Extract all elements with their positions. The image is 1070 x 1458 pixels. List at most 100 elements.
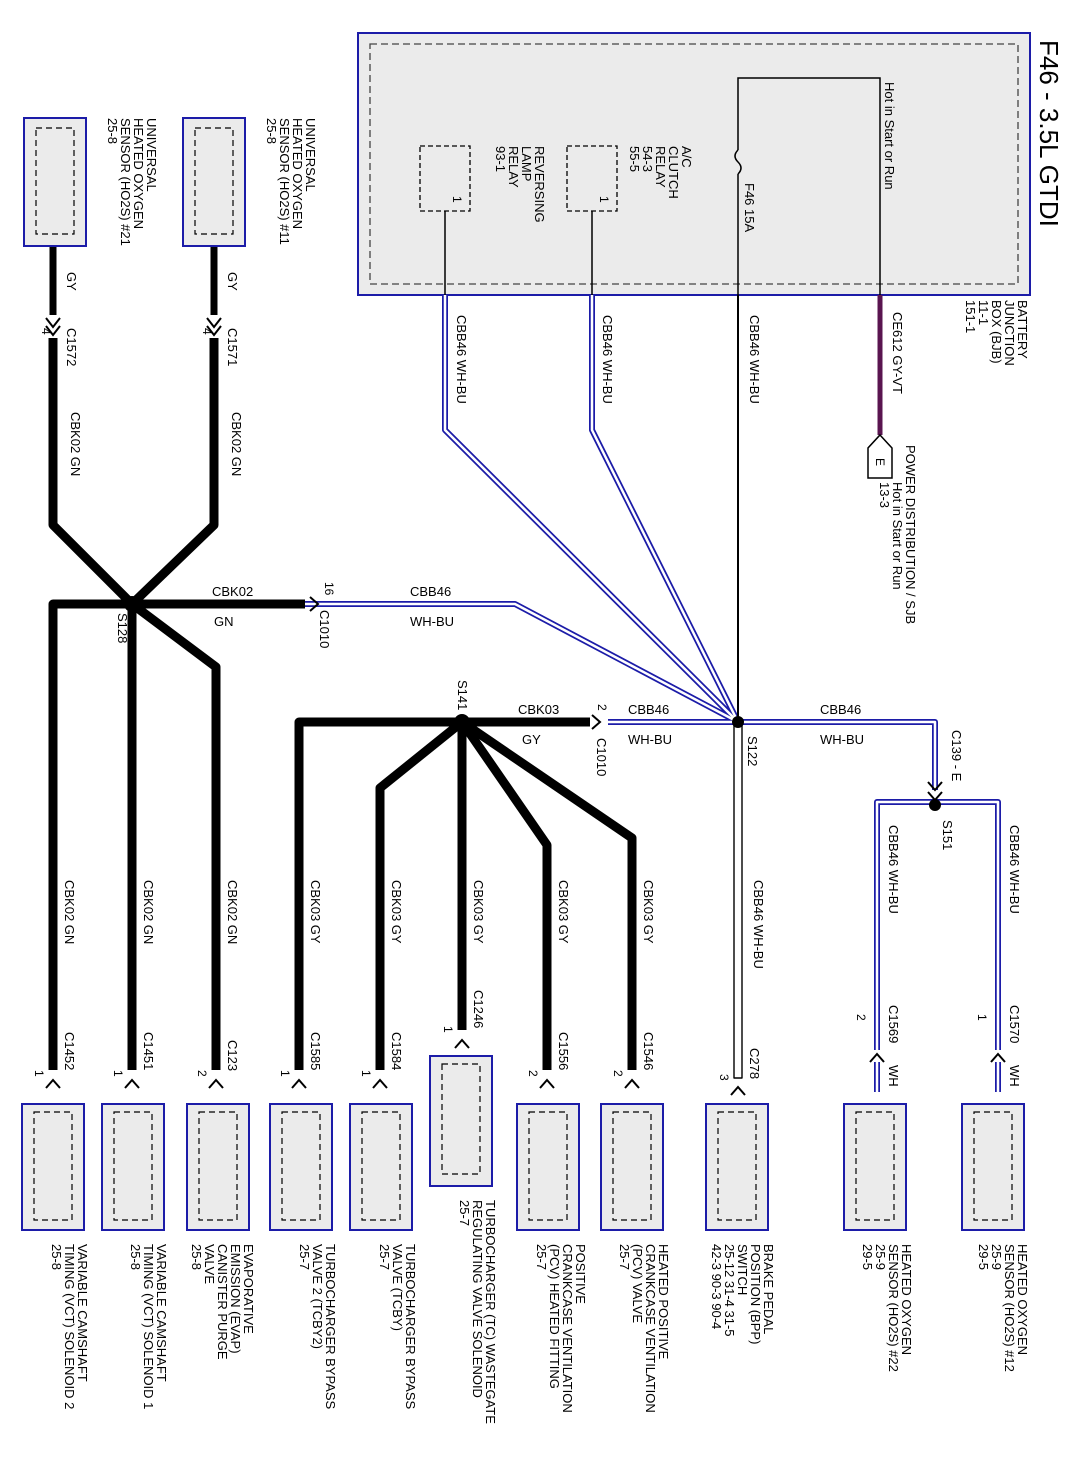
- connector-c1572: C1572: [64, 328, 79, 366]
- wire-label-cbb46-22: CBB46 WH-BU: [886, 825, 901, 914]
- svg-text:UNIVERSAL: UNIVERSAL: [303, 118, 318, 192]
- svg-text:25-8: 25-8: [128, 1244, 143, 1270]
- wire-label-cbb46-h2: CBB46: [628, 702, 669, 717]
- connector-c278: C278: [747, 1048, 762, 1079]
- wire-label-whbu-h1: WH-BU: [410, 614, 454, 629]
- component-vct1-label: VARIABLE CAMSHAFT TIMING (VCT) SOLENOID …: [128, 1244, 169, 1409]
- svg-text:25-8: 25-8: [189, 1244, 204, 1270]
- svg-text:1: 1: [278, 1070, 292, 1077]
- bjb-name-label: BATTERY JUNCTION BOX (BJB) 11-1 151-1: [963, 300, 1030, 366]
- splice-s128-label: S128: [115, 613, 130, 643]
- wire-label-cbk03-tcby: CBK03 GY: [389, 880, 404, 944]
- svg-text:(PCV) VALVE: (PCV) VALVE: [630, 1244, 645, 1323]
- connector-c1452: C1452: [62, 1032, 77, 1070]
- wire-label-cbk02-evap: CBK02 GN: [225, 880, 240, 944]
- pin-c1010-16: 16: [322, 582, 336, 596]
- splices: [124, 596, 941, 811]
- svg-text:HEATED OXYGEN: HEATED OXYGEN: [1015, 1244, 1030, 1355]
- power-distribution-pin: E: [873, 458, 887, 466]
- wire-label-cbk03-h: CBK03: [518, 702, 559, 717]
- wire-label-cbk02-h: CBK02: [212, 584, 253, 599]
- wire-label-whbu-h2: WH-BU: [628, 732, 672, 747]
- svg-text:CRANKCASE VENTILATION: CRANKCASE VENTILATION: [560, 1244, 575, 1413]
- svg-text:2: 2: [854, 1014, 868, 1021]
- component-tcby2-label: TURBOCHARGER BYPASS VALVE 2 (TCBY2) 25-7: [297, 1244, 338, 1410]
- wire-label-gy-11: GY: [225, 272, 240, 291]
- connector-c123: C123: [225, 1040, 240, 1071]
- connector-c1546: C1546: [641, 1032, 656, 1070]
- reversing-relay-pin: 1: [450, 196, 464, 203]
- wire-label-cbk02-21: CBK02 GN: [68, 412, 83, 476]
- svg-text:A/C: A/C: [679, 146, 694, 168]
- svg-text:25-8: 25-8: [105, 118, 120, 144]
- component-wastegate-label: TURBOCHARGER (TC) WASTEGATE REGULATING V…: [457, 1200, 498, 1424]
- wire-label-cbb46-h3: CBB46: [820, 702, 861, 717]
- wire-label-wh-22: WH: [886, 1065, 901, 1087]
- svg-text:SENSOR (HO2S) #11: SENSOR (HO2S) #11: [277, 118, 292, 245]
- svg-text:151-1: 151-1: [963, 300, 978, 333]
- bjb-hot-text: Hot in Start or Run: [882, 82, 897, 190]
- svg-text:RELAY: RELAY: [653, 146, 668, 188]
- splice-s151-label: S151: [940, 820, 955, 850]
- svg-text:25-9: 25-9: [873, 1244, 888, 1270]
- splice-s151: [929, 799, 941, 811]
- svg-text:TIMING (VCT) SOLENOID 2: TIMING (VCT) SOLENOID 2: [62, 1244, 77, 1409]
- svg-text:93-1: 93-1: [493, 146, 508, 172]
- wire-label-cbb46-h1: CBB46: [410, 584, 451, 599]
- svg-text:HEATED OXYGEN: HEATED OXYGEN: [131, 118, 146, 229]
- component-evap-label: EVAPORATIVE EMISSION (EVAP) CANISTER PUR…: [189, 1244, 256, 1360]
- lower-pin-labels: 1 2 3 2 2 1 1 1 2 1 1: [32, 1014, 989, 1081]
- connector-c139: C139 - E: [949, 730, 964, 782]
- battery-junction-box: [357, 32, 1031, 296]
- connector-c1584: C1584: [389, 1032, 404, 1070]
- svg-text:SWITCH: SWITCH: [735, 1244, 750, 1295]
- svg-text:25-9: 25-9: [989, 1244, 1004, 1270]
- connector-c1569: C1569: [886, 1005, 901, 1043]
- component-pcv-valve-label: HEATED POSITIVE CRANKCASE VENTILATION (P…: [617, 1244, 671, 1413]
- lower-connector-labels: C1570 C1569 C278 C1546 C1556 C1246 C1584…: [62, 990, 1022, 1079]
- svg-text:TURBOCHARGER BYPASS: TURBOCHARGER BYPASS: [323, 1244, 338, 1410]
- svg-text:3: 3: [717, 1074, 731, 1081]
- svg-text:REVERSING: REVERSING: [532, 146, 547, 223]
- svg-text:EMISSION (EVAP): EMISSION (EVAP): [228, 1244, 243, 1354]
- component-bpp-label: BRAKE PEDAL POSITION (BPP) SWITCH 25-12 …: [709, 1244, 776, 1344]
- svg-text:1: 1: [111, 1070, 125, 1077]
- svg-text:1: 1: [32, 1070, 46, 1077]
- svg-text:VALVE: VALVE: [202, 1244, 217, 1284]
- lower-component-boxes: [21, 1055, 1025, 1231]
- svg-text:SENSOR (HO2S) #12: SENSOR (HO2S) #12: [1002, 1244, 1017, 1372]
- component-vct2-label: VARIABLE CAMSHAFT TIMING (VCT) SOLENOID …: [49, 1244, 90, 1409]
- ac-relay-pin: 1: [597, 196, 611, 203]
- splice-s141-label: S141: [455, 680, 470, 710]
- wire-label-gn-h: GN: [214, 614, 234, 629]
- connector-c1010-lower: C1010: [594, 738, 609, 776]
- svg-text:LAMP: LAMP: [519, 146, 534, 181]
- svg-text:54-3: 54-3: [640, 146, 655, 172]
- svg-text:25-7: 25-7: [617, 1244, 632, 1270]
- power-distribution-label: POWER DISTRIBUTION / SJB Hot in Start or…: [877, 445, 918, 624]
- svg-text:POSITION (BPP): POSITION (BPP): [748, 1244, 763, 1344]
- svg-text:13-3: 13-3: [877, 482, 892, 508]
- wire-harness: [48, 242, 1001, 1092]
- svg-text:(PCV) HEATED FITTING: (PCV) HEATED FITTING: [547, 1244, 562, 1389]
- svg-text:EVAPORATIVE: EVAPORATIVE: [241, 1244, 256, 1334]
- fuse-label: F46 15A: [742, 183, 757, 232]
- reversing-relay-label: REVERSING LAMP RELAY 93-1: [493, 146, 547, 223]
- svg-text:25-7: 25-7: [377, 1244, 392, 1270]
- svg-text:25-12 31-4 31-5: 25-12 31-4 31-5: [722, 1244, 737, 1337]
- connector-arrows: [45, 317, 1006, 1096]
- svg-text:Hot in Start or Run: Hot in Start or Run: [890, 482, 905, 590]
- svg-text:SENSOR (HO2S) #22: SENSOR (HO2S) #22: [886, 1244, 901, 1372]
- svg-text:42-3 90-3 90-4: 42-3 90-3 90-4: [709, 1244, 724, 1329]
- pin-c1571: 4: [200, 328, 214, 335]
- wire-label-cbk02-vct2: CBK02 GN: [62, 880, 77, 944]
- connector-c1451: C1451: [141, 1032, 156, 1070]
- svg-text:25-7: 25-7: [534, 1244, 549, 1270]
- wire-label-cbk03-pcvfit: CBK03 GY: [556, 880, 571, 944]
- svg-text:VARIABLE CAMSHAFT: VARIABLE CAMSHAFT: [154, 1244, 169, 1382]
- wire-label-whbu-h3: WH-BU: [820, 732, 864, 747]
- ac-relay-label: A/C CLUTCH RELAY 54-3 55-5: [627, 146, 694, 199]
- svg-text:25-7: 25-7: [457, 1200, 472, 1226]
- component-tcby-label: TURBOCHARGER BYPASS VALVE (TCBY) 25-7: [377, 1244, 418, 1410]
- wire-label-cbk02-11: CBK02 GN: [229, 412, 244, 476]
